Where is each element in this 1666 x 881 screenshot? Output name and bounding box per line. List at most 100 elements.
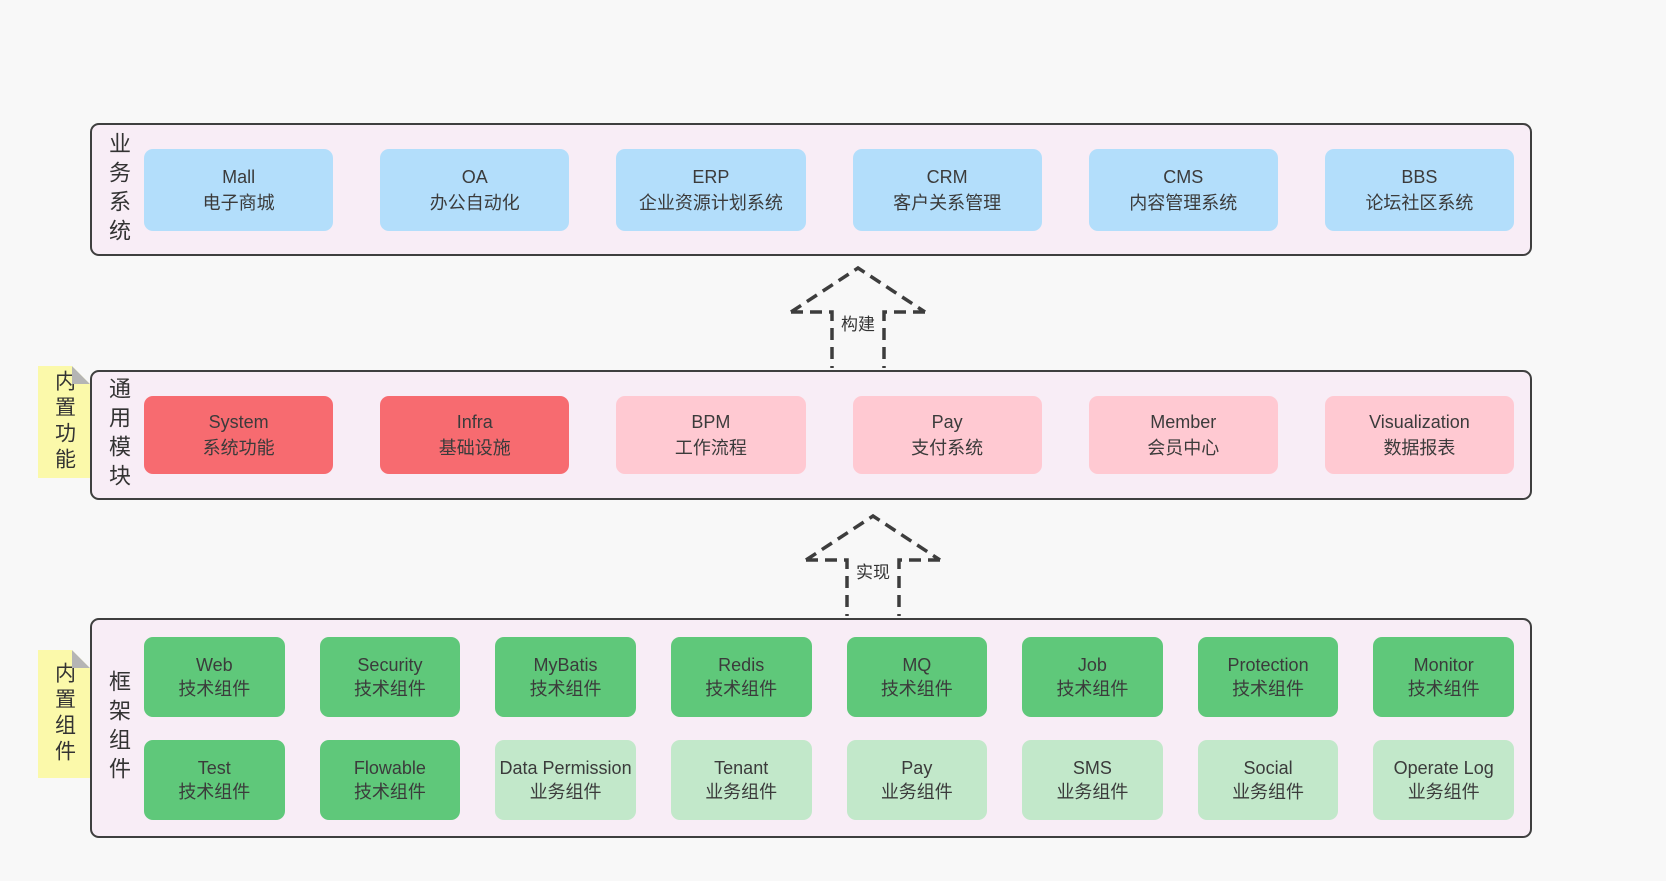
box-subtitle: 技术组件: [1407, 678, 1480, 699]
box-visualization: Visualization 数据报表: [1324, 396, 1515, 474]
box-operate-log: Operate Log 业务组件: [1373, 739, 1514, 820]
box-title: Member: [1150, 412, 1217, 432]
box-pay-module: Pay 支付系统: [852, 396, 1042, 474]
box-social: Social 业务组件: [1197, 739, 1339, 820]
box-mq: MQ 技术组件: [846, 636, 988, 717]
box-subtitle: 技术组件: [178, 781, 251, 802]
section-business-systems: 业务系统 Mall 电子商城 OA 办公自动化 ERP 企业资源计划系统 CRM…: [90, 123, 1532, 256]
box-system: System 系统功能: [144, 396, 334, 474]
section-framework-components: 框架组件 Web 技术组件 Security 技术组件 MyBatis 技术组件…: [90, 618, 1532, 838]
box-subtitle: 技术组件: [178, 678, 251, 699]
box-subtitle: 技术组件: [353, 781, 426, 802]
framework-row-1: Web 技术组件 Security 技术组件 MyBatis 技术组件 Redi…: [144, 636, 1514, 717]
box-subtitle: 技术组件: [1232, 678, 1305, 699]
box-title: Tenant: [714, 757, 769, 778]
sticky-tag-label: 内置组件: [52, 662, 76, 766]
dashed-up-arrow-icon: [790, 265, 926, 368]
section-label-business-systems: 业务系统: [92, 125, 144, 254]
sticky-tag-built-in-components: 内置组件: [38, 650, 90, 778]
box-web: Web 技术组件: [144, 636, 285, 717]
arrow-implement: 实现: [798, 512, 948, 616]
box-subtitle: 系统功能: [202, 438, 275, 458]
box-title: Job: [1077, 654, 1107, 675]
box-bpm: BPM 工作流程: [616, 396, 806, 474]
arrow-build: 构建: [783, 264, 933, 368]
box-security: Security 技术组件: [319, 636, 461, 717]
box-title: Operate Log: [1393, 757, 1494, 778]
framework-row-2: Test 技术组件 Flowable 技术组件 Data Permission …: [144, 739, 1514, 820]
box-title: Pay: [931, 412, 963, 432]
section-label-text: 框架组件: [106, 670, 131, 786]
box-subtitle: 客户关系管理: [893, 192, 1002, 213]
box-subtitle: 企业资源计划系统: [638, 192, 783, 213]
box-title: Infra: [456, 412, 493, 432]
dashed-up-arrow-icon: [805, 513, 941, 616]
box-title: CRM: [926, 166, 968, 187]
sticky-tag-label: 内置功能: [52, 370, 76, 474]
box-title: Visualization: [1369, 412, 1470, 432]
box-subtitle: 技术组件: [1056, 678, 1129, 699]
box-title: Social: [1243, 757, 1293, 778]
box-subtitle: 业务组件: [1232, 781, 1305, 802]
box-mybatis: MyBatis 技术组件: [495, 636, 636, 717]
box-subtitle: 支付系统: [911, 438, 984, 458]
box-job: Job 技术组件: [1022, 636, 1163, 717]
arrow-build-label: 构建: [838, 310, 878, 335]
box-title: BPM: [691, 412, 731, 432]
sticky-tag-built-in-features: 内置功能: [38, 366, 90, 478]
section-label-text: 通用模块: [106, 377, 131, 493]
box-title: Redis: [718, 654, 765, 675]
box-data-permission: Data Permission 业务组件: [495, 739, 636, 820]
box-subtitle: 论坛社区系统: [1365, 192, 1474, 213]
framework-box-grid: Web 技术组件 Security 技术组件 MyBatis 技术组件 Redi…: [144, 620, 1530, 836]
box-subtitle: 基础设施: [438, 438, 511, 458]
box-subtitle: 业务组件: [705, 781, 778, 802]
box-subtitle: 业务组件: [880, 781, 953, 802]
box-subtitle: 办公自动化: [429, 192, 520, 213]
box-erp: ERP 企业资源计划系统: [616, 148, 806, 231]
box-infra: Infra 基础设施: [380, 396, 570, 474]
box-title: Test: [197, 757, 231, 778]
business-box-row: Mall 电子商城 OA 办公自动化 ERP 企业资源计划系统 CRM 客户关系…: [144, 125, 1530, 254]
box-subtitle: 业务组件: [1056, 781, 1129, 802]
box-title: ERP: [692, 166, 730, 187]
box-subtitle: 技术组件: [353, 678, 426, 699]
box-subtitle: 技术组件: [529, 678, 602, 699]
box-monitor: Monitor 技术组件: [1373, 636, 1514, 717]
box-subtitle: 业务组件: [529, 781, 602, 802]
fold-corner-icon: [72, 650, 90, 668]
box-mall: Mall 电子商城: [144, 148, 334, 231]
section-common-modules: 通用模块 System 系统功能 Infra 基础设施 BPM 工作流程 Pay…: [90, 370, 1532, 500]
box-subtitle: 业务组件: [1407, 781, 1480, 802]
box-subtitle: 数据报表: [1383, 438, 1456, 458]
box-subtitle: 技术组件: [705, 678, 778, 699]
box-subtitle: 会员中心: [1147, 438, 1220, 458]
section-label-text: 业务系统: [106, 131, 131, 248]
box-title: Pay: [901, 757, 933, 778]
fold-corner-icon: [72, 366, 90, 384]
box-cms: CMS 内容管理系统: [1088, 148, 1278, 231]
box-title: Security: [357, 654, 423, 675]
box-tenant: Tenant 业务组件: [670, 739, 812, 820]
box-protection: Protection 技术组件: [1197, 636, 1339, 717]
box-flowable: Flowable 技术组件: [319, 739, 461, 820]
box-subtitle: 技术组件: [880, 678, 953, 699]
box-title: Mall: [222, 166, 256, 187]
box-pay-component: Pay 业务组件: [846, 739, 988, 820]
modules-box-row: System 系统功能 Infra 基础设施 BPM 工作流程 Pay 支付系统…: [144, 372, 1530, 498]
box-title: Protection: [1227, 654, 1309, 675]
box-title: System: [208, 412, 269, 432]
box-redis: Redis 技术组件: [670, 636, 812, 717]
box-bbs: BBS 论坛社区系统: [1324, 148, 1515, 231]
box-subtitle: 工作流程: [674, 438, 747, 458]
box-title: MyBatis: [533, 654, 598, 675]
arrow-implement-label: 实现: [853, 558, 893, 583]
box-oa: OA 办公自动化: [380, 148, 570, 231]
section-label-common-modules: 通用模块: [92, 372, 144, 498]
box-crm: CRM 客户关系管理: [852, 148, 1042, 231]
box-subtitle: 电子商城: [202, 192, 275, 213]
box-title: MQ: [902, 654, 932, 675]
box-title: Web: [195, 654, 233, 675]
box-test: Test 技术组件: [144, 739, 285, 820]
